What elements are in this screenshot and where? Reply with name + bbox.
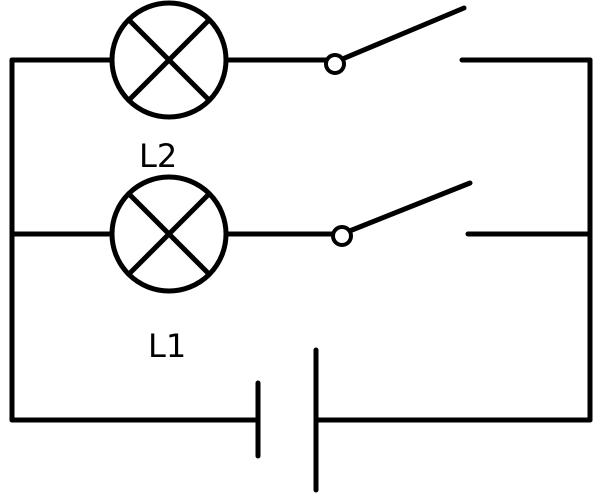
lamp-l2-icon (109, 0, 229, 120)
lamp-l2-label: L2 (139, 137, 178, 175)
switch-bottom-icon (331, 180, 473, 247)
lamp-l1-icon (109, 174, 229, 294)
battery-icon (255, 347, 319, 493)
switch-top-icon (324, 5, 467, 75)
lamp-l1-label: L1 (148, 327, 187, 365)
